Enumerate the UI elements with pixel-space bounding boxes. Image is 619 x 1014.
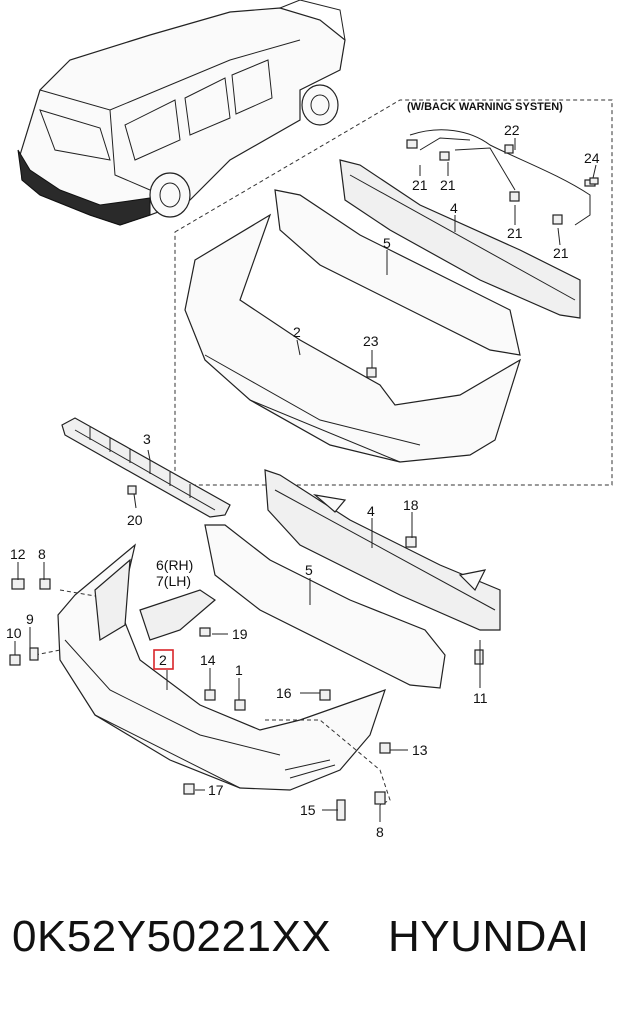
callout-14: 14 bbox=[200, 652, 216, 668]
callout-23-inset: 23 bbox=[363, 333, 379, 349]
inset-title: (W/BACK WARNING SYSTEN) bbox=[407, 101, 563, 113]
callout-6-rh: 6(RH) bbox=[156, 557, 193, 573]
callout-2-highlighted: 2 bbox=[159, 652, 167, 668]
callout-13: 13 bbox=[412, 742, 428, 758]
vehicle-illustration bbox=[17, 0, 346, 226]
hardware-clips bbox=[9, 177, 599, 821]
bumper-cover bbox=[57, 543, 386, 791]
callout-22-inset: 22 bbox=[504, 122, 520, 138]
callout-21-inset-d: 21 bbox=[553, 245, 569, 261]
callout-20: 20 bbox=[127, 512, 143, 528]
leader-lines bbox=[14, 138, 597, 822]
inset-bumper-cover bbox=[184, 213, 522, 463]
callout-1: 1 bbox=[235, 662, 243, 678]
inset-sensor-harness bbox=[406, 129, 596, 226]
callout-17: 17 bbox=[208, 782, 224, 798]
callout-8-b: 8 bbox=[376, 824, 384, 840]
callout-4-inset: 4 bbox=[450, 200, 458, 216]
callout-5-inset: 5 bbox=[383, 235, 391, 251]
callout-16: 16 bbox=[276, 685, 292, 701]
brand-name: HYUNDAI bbox=[388, 912, 590, 961]
callout-21-inset-a: 21 bbox=[412, 177, 428, 193]
highlighted-callout-box bbox=[153, 649, 174, 670]
callout-9: 9 bbox=[26, 611, 34, 627]
bumper-bracket bbox=[139, 589, 216, 641]
callout-21-inset-c: 21 bbox=[507, 225, 523, 241]
callout-18: 18 bbox=[403, 497, 419, 513]
callout-7-lh: 7(LH) bbox=[156, 573, 191, 589]
callout-24-inset: 24 bbox=[584, 150, 600, 166]
callout-15: 15 bbox=[300, 802, 316, 818]
grille bbox=[61, 417, 231, 518]
inset-border bbox=[174, 99, 613, 486]
callout-12: 12 bbox=[10, 546, 26, 562]
callout-8-a: 8 bbox=[38, 546, 46, 562]
part-number: 0K52Y50221XX bbox=[12, 912, 332, 961]
callout-21-inset-b: 21 bbox=[440, 177, 456, 193]
parts-diagram: (W/BACK WARNING SYSTEN) 22 21 21 24 4 21… bbox=[6, 0, 613, 840]
callout-10: 10 bbox=[6, 625, 22, 641]
absorber bbox=[204, 524, 446, 689]
callout-3: 3 bbox=[143, 431, 151, 447]
callout-4: 4 bbox=[367, 503, 375, 519]
callout-11: 11 bbox=[473, 690, 488, 706]
inset-absorber bbox=[274, 189, 521, 356]
callout-2-inset: 2 bbox=[293, 324, 301, 340]
callout-19: 19 bbox=[232, 626, 248, 642]
callout-5: 5 bbox=[305, 562, 313, 578]
inset-reinforcement bbox=[339, 159, 581, 319]
